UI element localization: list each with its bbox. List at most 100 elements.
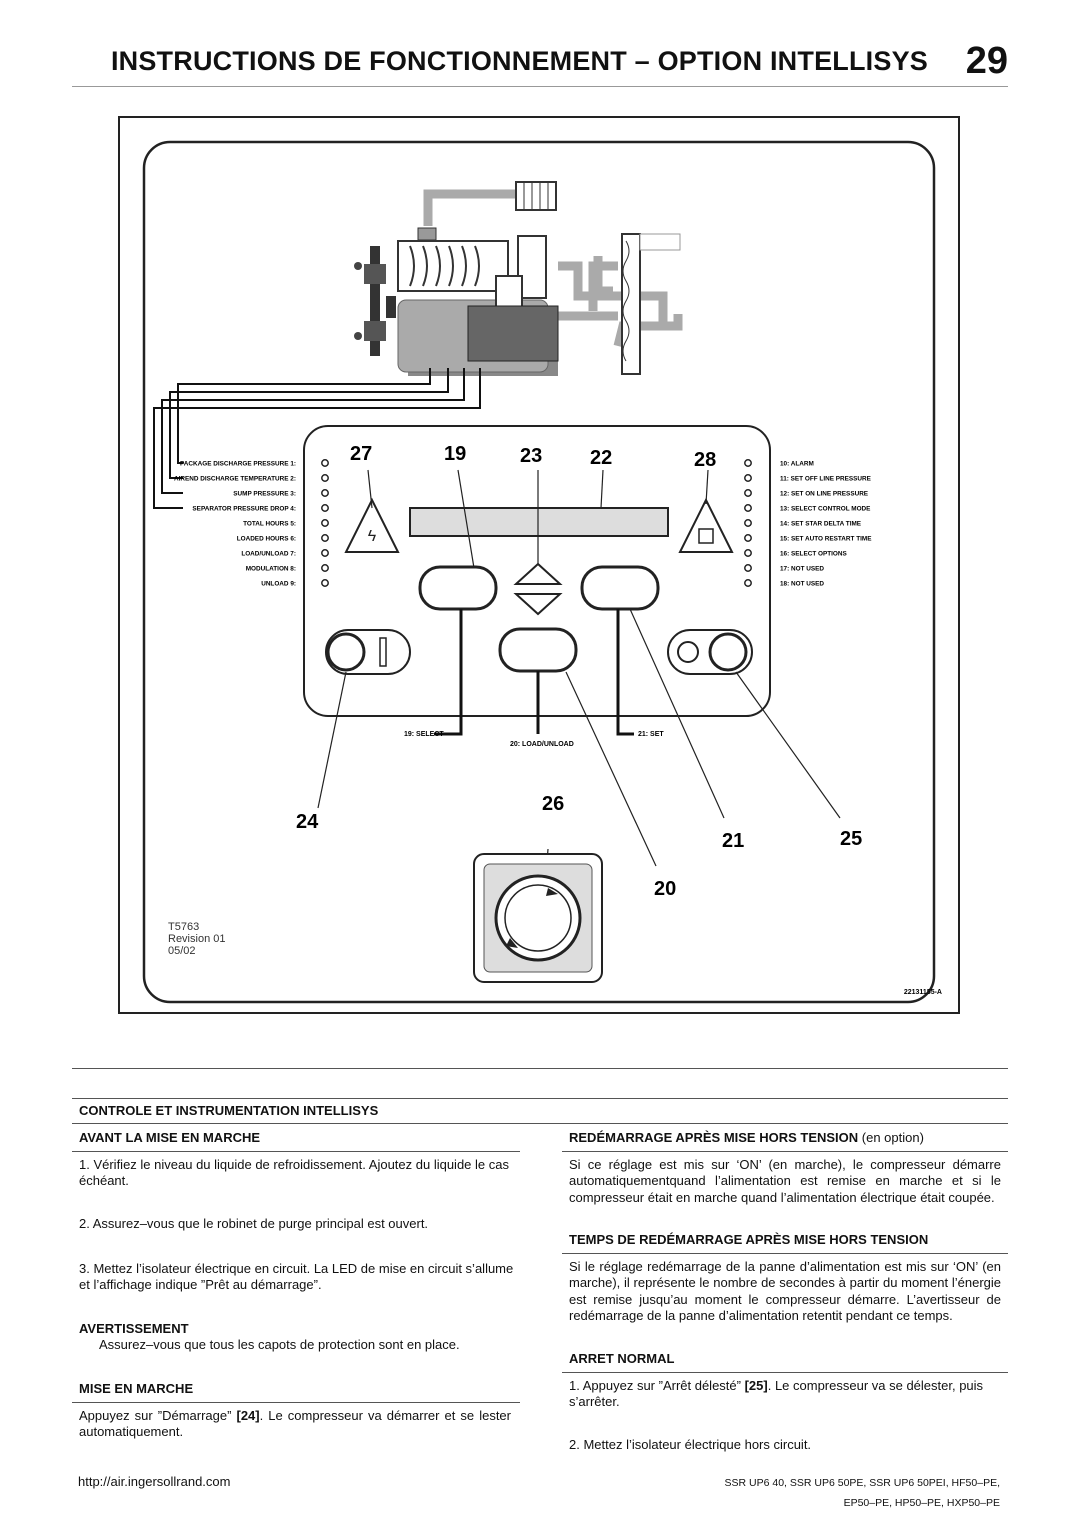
left-led-indicator [321, 564, 329, 572]
right-led-indicator [744, 504, 752, 512]
right-led-label: 12: SET ON LINE PRESSURE [780, 491, 869, 498]
page-header: INSTRUCTIONS DE FONCTIONNEMENT – OPTION … [72, 40, 1008, 84]
callout-24: 24 [296, 811, 319, 833]
redemarrage-title: REDÉMARRAGE APRÈS MISE HORS TENSION (en … [569, 1130, 924, 1145]
left-led-label: SUMP PRESSURE 3: [233, 491, 296, 498]
section-divider-title [72, 1098, 1008, 1099]
left-led-label: PACKAGE DISCHARGE PRESSURE 1: [180, 461, 296, 468]
avant-step-3: 3. Mettez l’isolateur électrique en circ… [79, 1261, 514, 1293]
select-label: 19: SELECT [404, 731, 444, 738]
right-led-indicator [744, 564, 752, 572]
right-led-label: 17: NOT USED [780, 566, 824, 573]
left-led-indicator [321, 519, 329, 527]
callout-22: 22 [590, 447, 612, 469]
select-button [418, 565, 498, 611]
redemarrage-text: Si ce réglage est mis sur ‘ON’ (en march… [569, 1157, 1001, 1205]
avant-title: AVANT LA MISE EN MARCHE [79, 1130, 261, 1145]
redemarrage-divider [562, 1151, 1008, 1152]
section-title: CONTROLE ET INSTRUMENTATION INTELLISYS [79, 1103, 379, 1118]
start-button [326, 632, 366, 672]
page-number: 29 [965, 40, 1008, 82]
header-divider [72, 86, 1008, 87]
compressor-schematic [354, 181, 683, 376]
callout-26: 26 [542, 793, 564, 815]
left-led-indicator [321, 579, 329, 587]
left-led-label: TOTAL HOURS 5: [243, 521, 296, 528]
revision-line-2: Revision 01 [168, 933, 225, 945]
intellisys-panel-diagram: PACKAGE DISCHARGE PRESSURE 1: AIREND DISC… [118, 116, 960, 1014]
left-led-label: UNLOAD 9: [261, 581, 296, 588]
right-led-column: 10: ALARM 11: SET OFF LINE PRESSURE 12: SE… [744, 459, 872, 588]
right-led-indicator [744, 489, 752, 497]
right-led-indicator [744, 579, 752, 587]
page-title: INSTRUCTIONS DE FONCTIONNEMENT – OPTION … [110, 46, 928, 76]
left-led-label: SEPARATOR PRESSURE DROP 4: [192, 506, 296, 513]
left-led-indicator [321, 549, 329, 557]
arret-step-1: 1. Appuyez sur ”Arrêt délesté” [25]. Le … [569, 1378, 984, 1410]
footer-url: http://air.ingersollrand.com [78, 1474, 231, 1489]
right-led-indicator [744, 534, 752, 542]
callout-23: 23 [520, 445, 542, 467]
arret-ref: [25] [744, 1378, 768, 1393]
revision-line-1: T5763 [168, 921, 199, 933]
load-unload-label: 20: LOAD/UNLOAD [510, 741, 574, 748]
set-label: 21: SET [638, 731, 664, 738]
right-led-label: 14: SET STAR DELTA TIME [780, 521, 862, 528]
left-led-label: MODULATION 8: [246, 566, 296, 573]
right-led-label: 18: NOT USED [780, 581, 824, 588]
emergency-stop-icon [494, 874, 582, 962]
down-arrow-icon [513, 593, 563, 616]
arret-step-2: 2. Mettez l’isolateur électrique hors ci… [569, 1437, 812, 1452]
right-led-label: 11: SET OFF LINE PRESSURE [780, 476, 872, 483]
right-led-label: 10: ALARM [780, 461, 814, 468]
right-led-label: 13: SELECT CONTROL MODE [780, 506, 871, 513]
callout-21: 21 [722, 830, 744, 852]
left-led-indicator [321, 459, 329, 467]
mise-ref: [24] [236, 1408, 260, 1423]
arret-divider [562, 1372, 1008, 1373]
left-led-indicator [321, 504, 329, 512]
left-led-indicator [321, 534, 329, 542]
left-led-label: AIREND DISCHARGE TEMPERATURE 2: [174, 476, 296, 483]
drawing-number: 22131155-A [904, 989, 942, 996]
right-led-indicator [744, 474, 752, 482]
callout-19: 19 [444, 443, 466, 465]
avant-step-2: 2. Assurez–vous que le robinet de purge … [79, 1216, 429, 1231]
section-divider-columns [72, 1123, 1008, 1124]
left-led-column: PACKAGE DISCHARGE PRESSURE 1: AIREND DISC… [174, 459, 329, 588]
left-led-indicator [321, 489, 329, 497]
load-unload-button [498, 627, 578, 673]
avant-divider [72, 1151, 520, 1152]
svg-text:ϟ: ϟ [368, 528, 377, 545]
left-led-indicator [321, 474, 329, 482]
lcd-display [409, 507, 669, 537]
callout-27: 27 [350, 443, 372, 465]
right-led-indicator [744, 519, 752, 527]
right-led-indicator [744, 549, 752, 557]
set-button [580, 565, 660, 611]
up-arrow-icon [513, 562, 563, 585]
warning-text: Assurez–vous que tous les capots de prot… [99, 1337, 460, 1352]
arret-title: ARRET NORMAL [569, 1351, 675, 1366]
revision-line-3: 05/02 [168, 945, 196, 957]
avant-step-1: 1. Vérifiez le niveau du liquide de refr… [79, 1157, 509, 1189]
temps-title: TEMPS DE REDÉMARRAGE APRÈS MISE HORS TEN… [569, 1232, 929, 1247]
stop-button [708, 632, 748, 672]
callout-25: 25 [840, 828, 862, 850]
left-led-label: LOAD/UNLOAD 7: [241, 551, 296, 558]
warning-title: AVERTISSEMENT [79, 1321, 189, 1336]
section-divider-top [72, 1068, 1008, 1069]
callout-20: 20 [654, 878, 676, 900]
right-led-label: 16: SELECT OPTIONS [780, 551, 847, 558]
right-led-indicator [744, 459, 752, 467]
alarm-warning-icon [678, 497, 734, 553]
temps-text: Si le réglage redémarrage de la panne d’… [569, 1259, 1001, 1324]
left-led-label: LOADED HOURS 6: [237, 536, 296, 543]
power-warning-icon [344, 497, 400, 553]
right-led-label: 15: SET AUTO RESTART TIME [780, 536, 872, 543]
mise-title: MISE EN MARCHE [79, 1381, 194, 1396]
mise-text: Appuyez sur ”Démarrage” [24]. Le compres… [79, 1408, 511, 1440]
temps-divider [562, 1253, 1008, 1254]
mise-divider [72, 1402, 520, 1403]
footer-models: SSR UP6 40, SSR UP6 50PE, SSR UP6 50PEI,… [724, 1477, 1000, 1509]
